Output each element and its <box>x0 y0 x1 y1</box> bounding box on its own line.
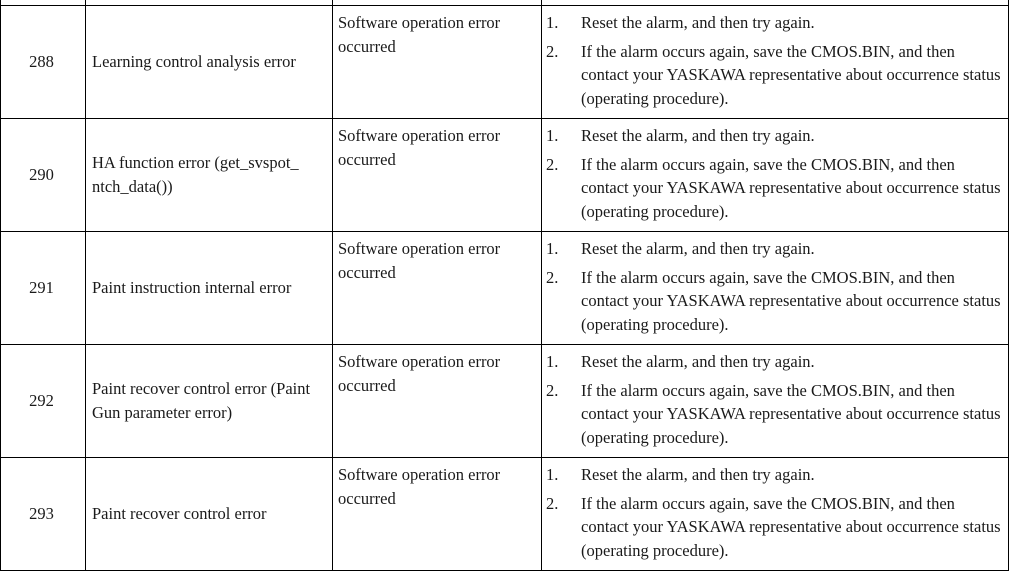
step-text: If the alarm occurs again, save the CMOS… <box>581 493 1001 560</box>
alarm-cause: Software operation error occurred <box>332 344 542 458</box>
alarm-name: Learning control analysis error <box>85 5 333 119</box>
alarm-cause: Software operation error occurred <box>332 457 542 571</box>
alarm-number: 288 <box>0 5 86 119</box>
remedy-step: 1. Reset the alarm, and then try again. <box>546 11 1002 35</box>
step-text: If the alarm occurs again, save the CMOS… <box>581 154 1001 221</box>
step-text: Reset the alarm, and then try again. <box>581 352 815 371</box>
step-text: Reset the alarm, and then try again. <box>581 13 815 32</box>
step-text: If the alarm occurs again, save the CMOS… <box>581 41 1001 108</box>
alarm-cause: Software operation error occurred <box>332 231 542 345</box>
alarm-cause: Software operation error occurred <box>332 118 542 232</box>
alarm-number: 290 <box>0 118 86 232</box>
remedy-step: 1. Reset the alarm, and then try again. <box>546 350 1002 374</box>
remedy-step: 1. Reset the alarm, and then try again. <box>546 237 1002 261</box>
step-text: Reset the alarm, and then try again. <box>581 126 815 145</box>
step-number: 2. <box>546 380 559 400</box>
alarm-remedy: 1. Reset the alarm, and then try again. … <box>541 457 1009 571</box>
remedy-step: 2. If the alarm occurs again, save the C… <box>546 379 1002 450</box>
step-number: 1. <box>546 352 559 371</box>
table-row: 290 HA function error (get_svspot_ ntch_… <box>0 118 1009 232</box>
step-number: 1. <box>546 239 559 258</box>
alarm-number: 293 <box>0 457 86 571</box>
alarm-remedy: 1. Reset the alarm, and then try again. … <box>541 344 1009 458</box>
table-row: 293 Paint recover control error Software… <box>0 457 1009 571</box>
step-text: If the alarm occurs again, save the CMOS… <box>581 267 1001 334</box>
step-number: 1. <box>546 465 559 484</box>
step-number: 1. <box>546 126 559 145</box>
alarm-cause: Software operation error occurred <box>332 5 542 119</box>
remedy-step: 2. If the alarm occurs again, save the C… <box>546 153 1002 224</box>
alarm-number: 291 <box>0 231 86 345</box>
remedy-step: 1. Reset the alarm, and then try again. <box>546 124 1002 148</box>
alarm-remedy: 1. Reset the alarm, and then try again. … <box>541 231 1009 345</box>
remedy-step: 2. If the alarm occurs again, save the C… <box>546 492 1002 563</box>
alarm-name: HA function error (get_svspot_ ntch_data… <box>85 118 333 232</box>
table-row: 291 Paint instruction internal error Sof… <box>0 231 1009 345</box>
remedy-step: 2. If the alarm occurs again, save the C… <box>546 266 1002 337</box>
alarm-remedy: 1. Reset the alarm, and then try again. … <box>541 5 1009 119</box>
table-row: 292 Paint recover control error (Paint G… <box>0 344 1009 458</box>
step-text: Reset the alarm, and then try again. <box>581 465 815 484</box>
remedy-step: 1. Reset the alarm, and then try again. <box>546 463 1002 487</box>
alarm-number: 292 <box>0 344 86 458</box>
step-number: 1. <box>546 13 559 32</box>
step-number: 2. <box>546 493 559 513</box>
step-text: Reset the alarm, and then try again. <box>581 239 815 258</box>
step-number: 2. <box>546 41 559 61</box>
table-row: 288 Learning control analysis error Soft… <box>0 5 1009 119</box>
remedy-step: 2. If the alarm occurs again, save the C… <box>546 40 1002 111</box>
alarm-name: Paint recover control error (Paint Gun p… <box>85 344 333 458</box>
step-number: 2. <box>546 154 559 174</box>
step-number: 2. <box>546 267 559 287</box>
step-text: If the alarm occurs again, save the CMOS… <box>581 380 1001 447</box>
alarm-name: Paint instruction internal error <box>85 231 333 345</box>
alarm-name: Paint recover control error <box>85 457 333 571</box>
alarm-remedy: 1. Reset the alarm, and then try again. … <box>541 118 1009 232</box>
